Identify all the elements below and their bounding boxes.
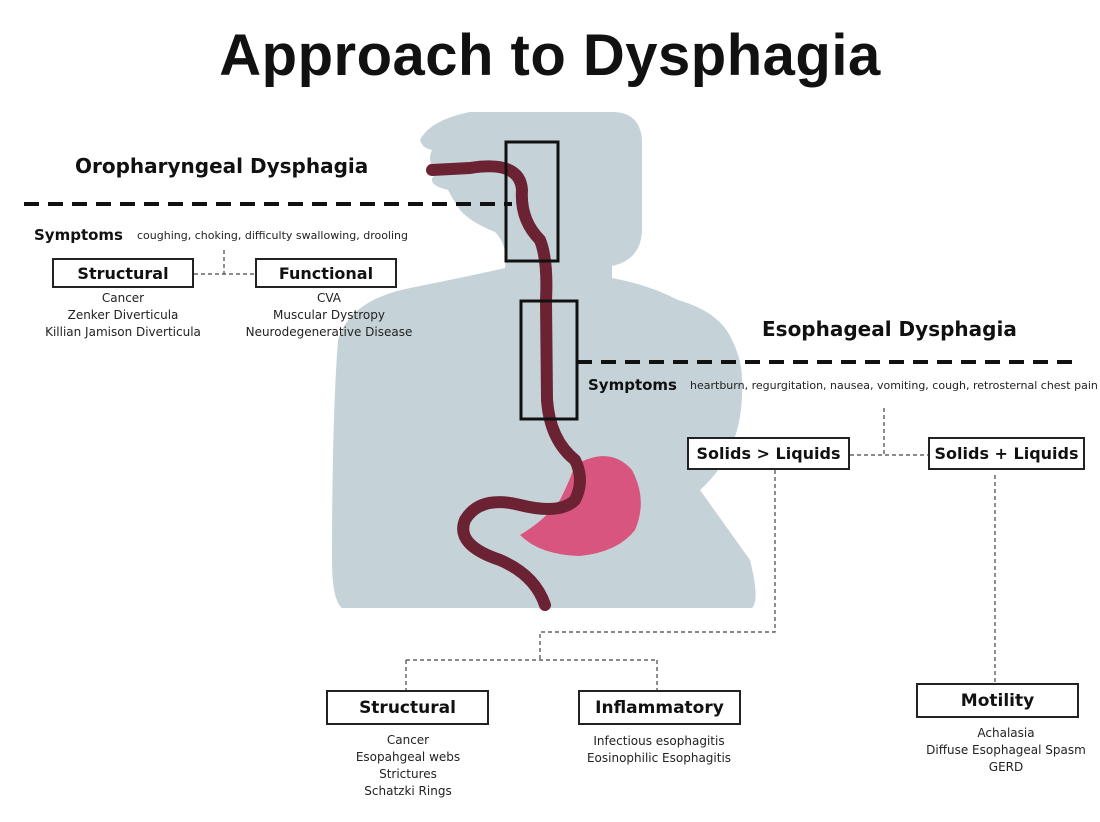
esophageal-symptoms-text: heartburn, regurgitation, nausea, vomiti… [690,379,1098,392]
esophageal-symptoms-label: Symptoms [588,376,677,394]
list-item: Zenker Diverticula [67,308,179,322]
page-title: Approach to Dysphagia [219,23,881,88]
motility-box: Motility [916,683,1079,718]
list-item: Schatzki Rings [364,784,452,798]
eso-structural-box: Structural [326,690,489,725]
esophageal-heading: Esophageal Dysphagia [762,317,1017,341]
list-item: Esopahgeal webs [355,750,461,764]
list-item: Killian Jamison Diverticula [45,325,201,339]
motility-list: Achalasia Diffuse Esophageal Spasm GERD [912,725,1100,776]
list-item: Infectious esophagitis [593,734,725,748]
oropharyngeal-symptoms-text: coughing, choking, difficulty swallowing… [137,229,408,242]
list-item: CVA [316,291,342,305]
list-item: Eosinophilic Esophagitis [586,751,732,765]
oropharyngeal-heading: Oropharyngeal Dysphagia [75,154,369,178]
oro-structural-box: Structural [52,258,194,288]
list-item: Diffuse Esophageal Spasm [926,743,1086,757]
inflammatory-box: Inflammatory [578,690,741,725]
esophagus [426,160,586,611]
list-item: Muscular Dystropy [273,308,385,322]
solids-gt-liquids-box: Solids > Liquids [687,437,850,470]
oro-functional-box: Functional [255,258,397,288]
oro-branch-connector [194,250,256,275]
eso-branch-connector [850,408,929,456]
oropharynx-highlight-box [504,140,560,263]
oro-structural-list: Cancer Zenker Diverticula Killian Jamiso… [42,290,204,341]
list-item: Strictures [379,767,437,781]
eso-structural-list: Cancer Esopahgeal webs Strictures Schatz… [322,732,494,800]
list-item: Cancer [101,291,145,305]
stomach [520,456,641,556]
list-item: Cancer [386,733,430,747]
list-item: GERD [988,760,1024,774]
list-item: Neurodegenerative Disease [245,325,413,339]
list-item: Achalasia [977,726,1035,740]
solids-plus-liquids-box: Solids + Liquids [928,437,1085,470]
oro-functional-list: CVA Muscular Dystropy Neurodegenerative … [240,290,418,341]
inflammatory-list: Infectious esophagitis Eosinophilic Esop… [568,733,750,767]
oropharyngeal-symptoms-label: Symptoms [34,226,123,244]
